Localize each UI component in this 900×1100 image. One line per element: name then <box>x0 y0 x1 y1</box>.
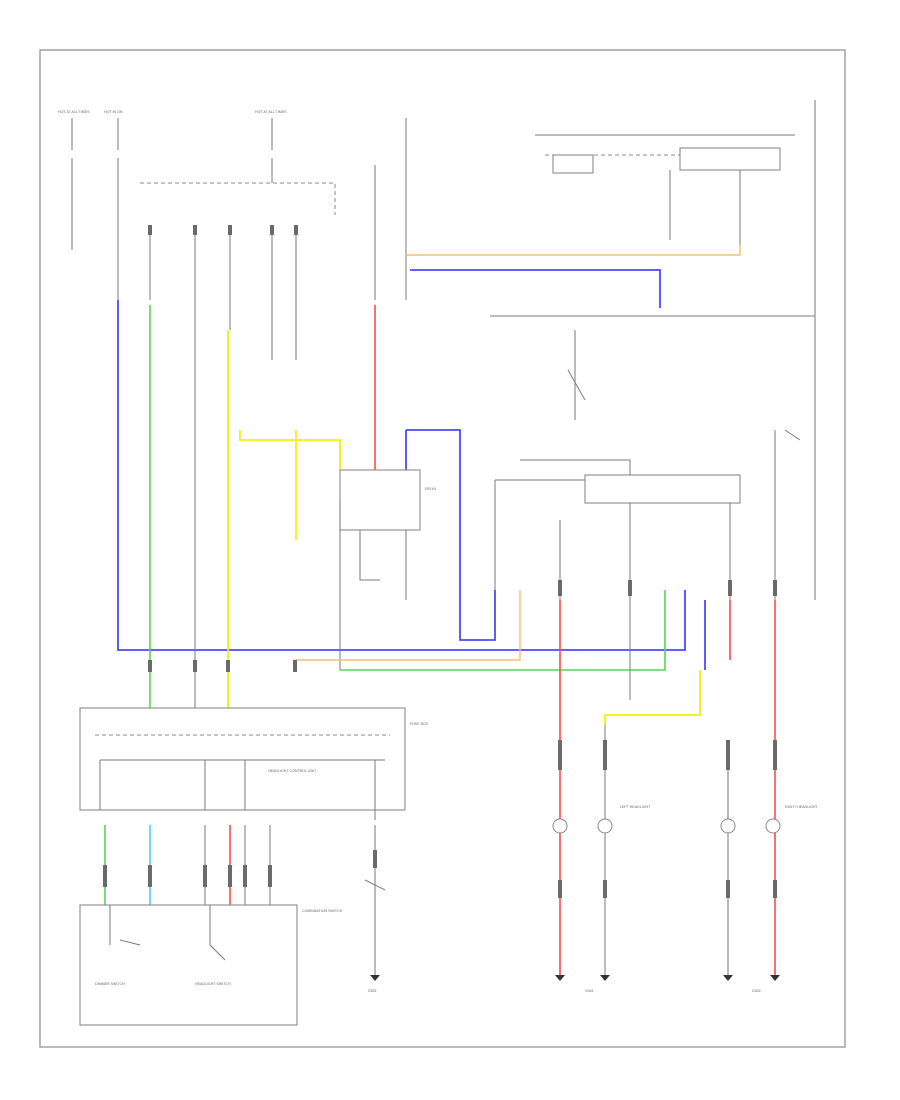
headlight-control-unit: HEADLIGHT CONTROL UNIT FUSE BOX <box>79 707 429 820</box>
svg-text:HEADLIGHT SWITCH: HEADLIGHT SWITCH <box>195 982 231 986</box>
combination-switch-box <box>79 904 298 1026</box>
relay-box <box>339 469 421 531</box>
lamp-feeds: LEFT HEADLIGHT RIGHT HEADLIGHT G401 G402 <box>552 600 818 993</box>
multiplex-bus <box>405 100 816 600</box>
svg-text:HOT AT ALL TIMES: HOT AT ALL TIMES <box>255 110 287 114</box>
top-fuse-feeds: HOT AT ALL TIMES HOT IN ON HOT AT ALL TI… <box>58 110 407 300</box>
right-headlight-high-lamp <box>765 818 781 834</box>
module-small-box <box>552 154 594 174</box>
ground-symbol <box>600 975 610 981</box>
diagram-frame <box>39 49 846 1048</box>
ground-symbol <box>770 975 780 981</box>
connector-markers <box>103 225 777 898</box>
svg-text:RELAY: RELAY <box>425 487 437 491</box>
right-relay-group <box>295 330 801 671</box>
ground-symbol <box>555 975 565 981</box>
svg-text:RIGHT HEADLIGHT: RIGHT HEADLIGHT <box>785 805 818 809</box>
svg-text:HEADLIGHT CONTROL UNIT: HEADLIGHT CONTROL UNIT <box>268 769 317 773</box>
left-headlight-low-lamp <box>552 818 568 834</box>
svg-text:COMBINATION SWITCH: COMBINATION SWITCH <box>302 909 343 913</box>
svg-text:G501: G501 <box>368 989 377 993</box>
left-headlight-high-lamp <box>597 818 613 834</box>
combination-switch-wiring: G501 COMBINATION SWITCH DIMMER SWITCH HE… <box>79 825 386 1026</box>
svg-text:DIMMER SWITCH: DIMMER SWITCH <box>95 982 125 986</box>
relay-block: RELAY <box>339 469 437 670</box>
svg-text:FUSE BOX: FUSE BOX <box>410 722 429 726</box>
svg-text:HOT AT ALL TIMES: HOT AT ALL TIMES <box>58 110 90 114</box>
relay-module-right <box>584 474 741 504</box>
right-headlight-low-lamp <box>720 818 736 834</box>
svg-text:G402: G402 <box>752 989 761 993</box>
left-wire-group <box>117 225 686 710</box>
ground-symbol <box>723 975 733 981</box>
svg-text:G401: G401 <box>585 989 594 993</box>
ground-symbol <box>370 975 380 981</box>
svg-text:HOT IN ON: HOT IN ON <box>104 110 123 114</box>
svg-text:LEFT HEADLIGHT: LEFT HEADLIGHT <box>620 805 651 809</box>
control-module-box <box>679 147 781 171</box>
control-unit-box <box>79 707 406 811</box>
